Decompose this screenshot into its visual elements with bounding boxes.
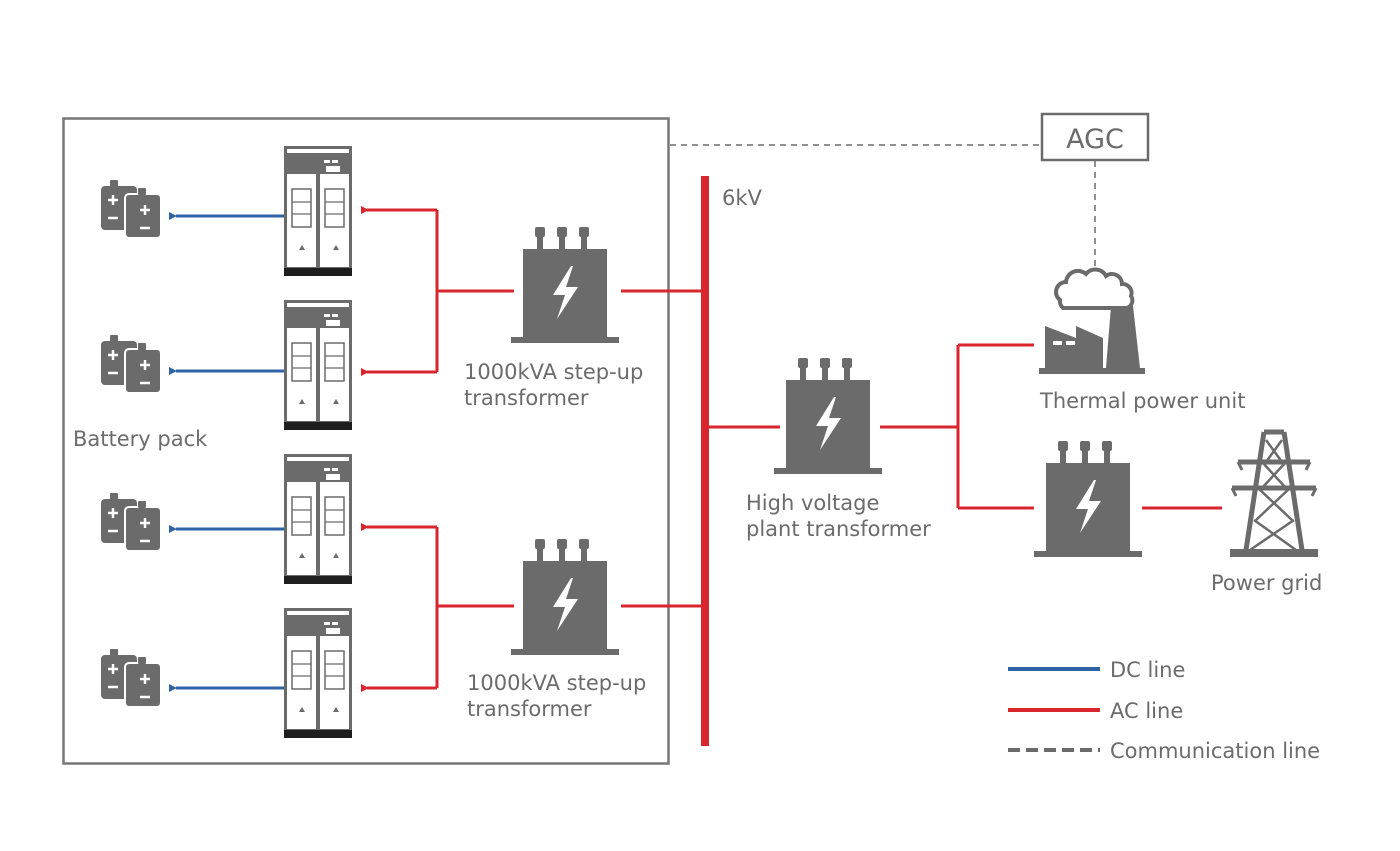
legend-dc-label: DC line: [1110, 658, 1185, 682]
storage-enclosure-frame: [62, 117, 670, 765]
battery-pack-icon: [99, 333, 163, 395]
thermal-power-plant-icon: [1039, 267, 1145, 374]
ac-line: [367, 525, 514, 690]
transmission-tower-icon: [1230, 429, 1318, 557]
plant-transformer-icon: [774, 358, 882, 474]
legend: DC line AC line Communication line: [1008, 658, 1320, 763]
plant-transformer-label: High voltage plant transformer: [746, 491, 931, 541]
step-up-transformer-icon: [511, 539, 619, 655]
battery-pack-label: Battery pack: [73, 427, 208, 451]
agc-box: [1040, 112, 1150, 162]
step-up-transformer-label: 1000kVA step-up transformer: [464, 360, 650, 410]
battery-pack-icon: [99, 491, 163, 553]
pcs-cabinet-icon: [283, 145, 353, 277]
agc-label: AGC: [1066, 124, 1124, 155]
pcs-cabinet-icon: [283, 299, 353, 431]
grid-transformer-icon: [1034, 441, 1142, 557]
ac-line: [367, 208, 514, 374]
step-up-transformer-label: 1000kVA step-up transformer: [467, 671, 653, 721]
ac-line: [880, 343, 1034, 510]
pcs-cabinet-icon: [283, 453, 353, 585]
thermal-power-unit-label: Thermal power unit: [1039, 389, 1245, 413]
legend-ac-label: AC line: [1110, 699, 1183, 723]
legend-comm-label: Communication line: [1110, 739, 1320, 763]
pcs-cabinet-icon: [283, 607, 353, 739]
busbar-6kv: [701, 176, 709, 746]
power-grid-label: Power grid: [1211, 571, 1322, 595]
step-up-transformer-icon: [511, 227, 619, 343]
battery-pack-icon: [99, 178, 163, 240]
busbar-label: 6kV: [722, 186, 763, 210]
battery-pack-icon: [99, 647, 163, 709]
